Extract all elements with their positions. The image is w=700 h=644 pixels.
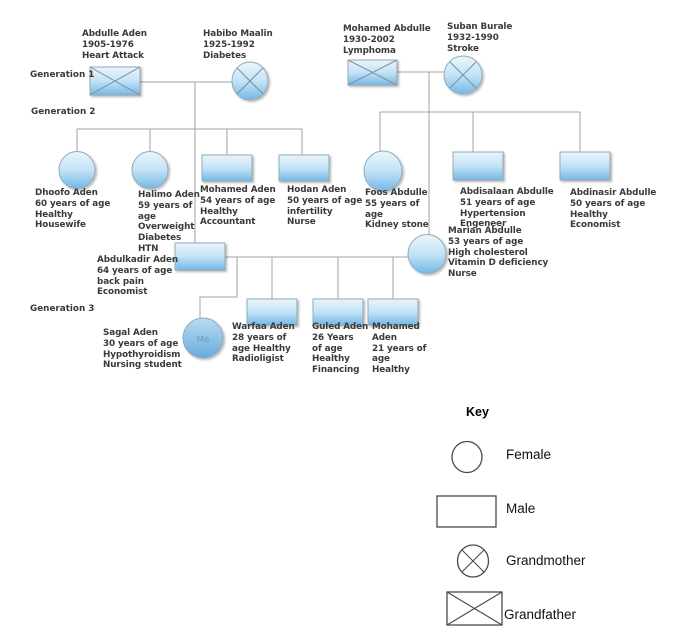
- label-guled-aden: Guled Aden 26 Years of age Healthy Finan…: [312, 322, 369, 376]
- key-label-female: Female: [506, 447, 552, 462]
- male-icon: [436, 495, 497, 528]
- node-hodan-aden-male: [278, 154, 330, 182]
- label-marian-abdulle: Marian Abdulle 53 years of age High chol…: [448, 226, 549, 280]
- key-label-grandmother: Grandmother: [506, 553, 586, 568]
- label-dhoofo-aden: Dhoofo Aden 60 years of age Healthy Hous…: [35, 188, 111, 231]
- label-mohamed-aden: Mohamed Aden 54 years of age Healthy Acc…: [200, 185, 276, 228]
- node-dhoofo-aden-female: [58, 151, 96, 189]
- label-abdulkadir-aden: Abdulkadir Aden 64 years of age back pai…: [97, 255, 179, 298]
- label-abdisalaan-abdulle: Abdisalaan Abdulle 51 years of age Hyper…: [460, 187, 554, 230]
- label-warfaa-aden: Warfaa Aden 28 years of age Healthy Radi…: [232, 322, 295, 365]
- node-abdinasir-abdulle-male: [559, 151, 611, 181]
- label-abdinasir-abdulle: Abdinasir Abdulle 50 years of age Health…: [570, 188, 657, 231]
- label-sagal-aden: Sagal Aden 30 years of age Hypothyroidis…: [103, 328, 182, 371]
- label-habibo-maalin: Habibo Maalin 1925-1992 Diabetes: [203, 29, 273, 61]
- label-foos-abdulle: Foos Abdulle 55 years of age Kidney ston…: [365, 188, 429, 231]
- label-halimo-aden: Halimo Aden 59 years of age Overweight D…: [138, 190, 200, 254]
- connector-lines: [76, 71, 581, 318]
- node-guled-aden-male: [312, 298, 364, 326]
- me-marker-text: Me: [196, 335, 210, 345]
- node-foos-abdulle-female: [363, 150, 403, 192]
- node-abdulkadir-aden-male: [174, 242, 226, 271]
- node-halimo-aden-female: [131, 151, 169, 189]
- node-mohamed-aden-jr-male: [367, 298, 419, 326]
- label-suban-burale: Suban Burale 1932-1990 Stroke: [447, 22, 513, 54]
- node-warfaa-aden-male: [246, 298, 298, 326]
- generation-1-label: Generation 1: [30, 70, 95, 80]
- label-hodan-aden: Hodan Aden 50 years of age infertility N…: [287, 185, 363, 228]
- node-marian-abdulle-female: [407, 234, 447, 274]
- deceased-cross-marks: [89, 59, 477, 96]
- generation-3-label: Generation 3: [30, 304, 95, 314]
- label-mohamed-abdulle-sr: Mohamed Abdulle 1930-2002 Lymphoma: [343, 24, 431, 56]
- generation-2-label: Generation 2: [31, 107, 96, 117]
- female-icon: [451, 440, 483, 474]
- node-mohamed-aden-male: [201, 154, 253, 182]
- label-abdulle-aden: Abdulle Aden 1905-1976 Heart Attack: [82, 29, 147, 61]
- node-sagal-aden-me-female: [182, 317, 224, 359]
- key-title: Key: [466, 405, 489, 419]
- label-mohamed-aden-jr: Mohamed Aden 21 years of age Healthy: [372, 322, 427, 376]
- key-label-male: Male: [506, 501, 536, 516]
- drop-sagal: [199, 257, 238, 318]
- key-cross-marks: [446, 549, 503, 626]
- node-abdisalaan-abdulle-male: [452, 151, 504, 181]
- key-label-grandfather: Grandfather: [504, 607, 577, 622]
